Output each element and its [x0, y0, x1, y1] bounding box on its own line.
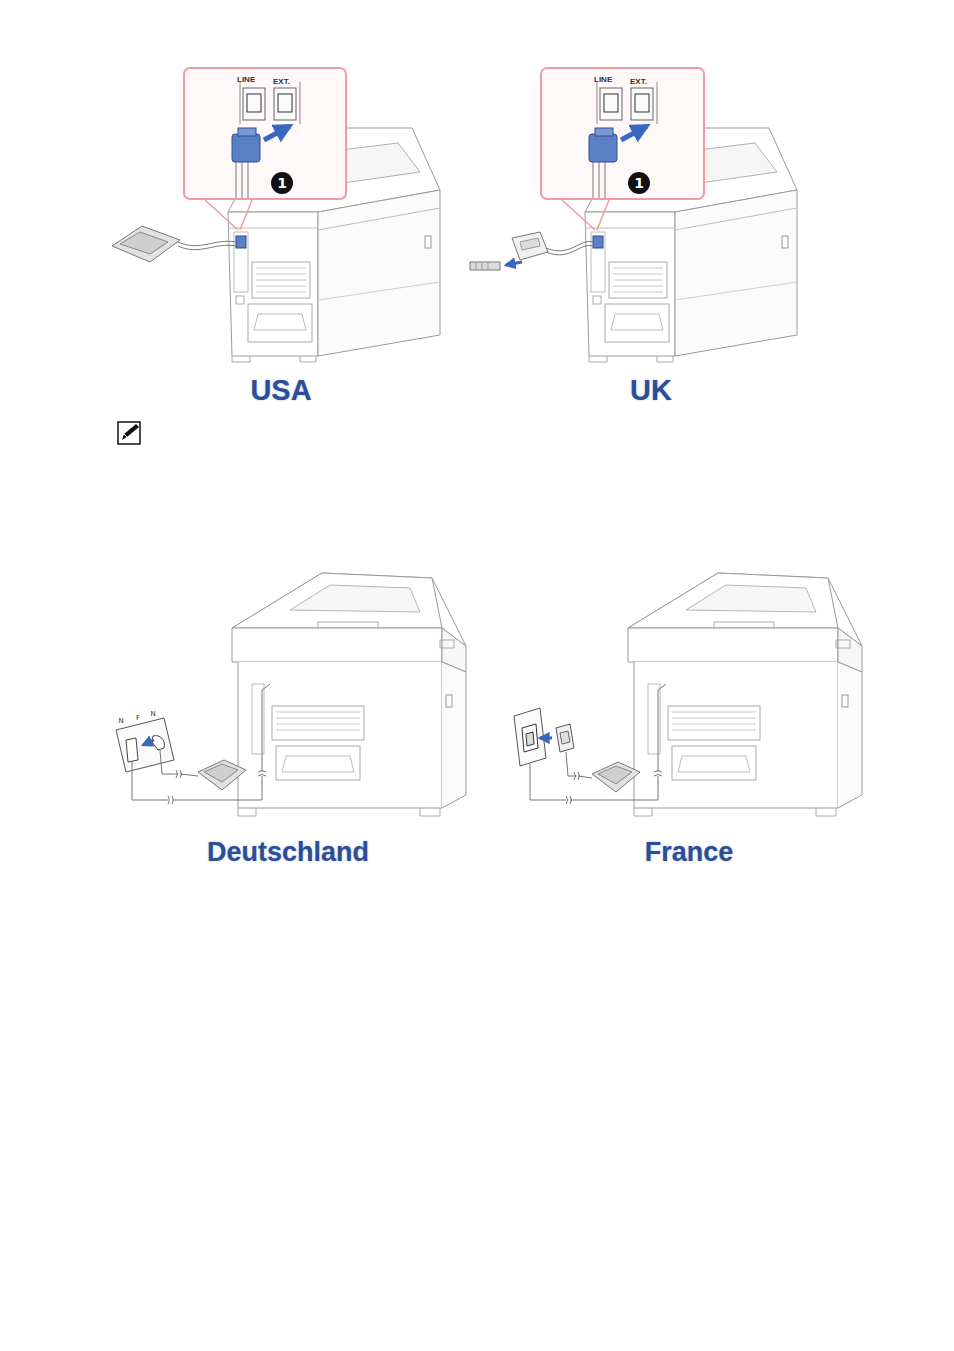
jack-detail [589, 82, 657, 200]
socket-label: N [150, 711, 155, 719]
telephone [198, 760, 246, 790]
port-label: LINE [237, 76, 255, 84]
socket-label: F [136, 715, 140, 723]
port-label: EXT. [630, 78, 647, 86]
printer-rear [232, 573, 466, 816]
country-label: France [645, 838, 734, 868]
note-icon [118, 422, 140, 444]
callout-box: LINE EXT. 1 [183, 67, 347, 200]
country-label: USA [250, 375, 311, 407]
country-label: Deutschland [207, 838, 369, 868]
socket-label: N [118, 718, 123, 726]
callout-number: 1 [271, 172, 293, 194]
printer-rear [628, 573, 862, 816]
adapter [556, 724, 574, 752]
callout-box: LINE EXT. 1 [540, 67, 705, 200]
telephone [592, 762, 640, 792]
wall-plug [470, 262, 500, 270]
tae-socket [116, 718, 174, 772]
port-label: LINE [594, 76, 612, 84]
callout-number: 1 [628, 172, 650, 194]
jack-detail [232, 82, 300, 200]
country-label: UK [630, 375, 672, 407]
telephone [112, 226, 180, 262]
port-label: EXT. [273, 78, 290, 86]
adapter [512, 232, 548, 260]
